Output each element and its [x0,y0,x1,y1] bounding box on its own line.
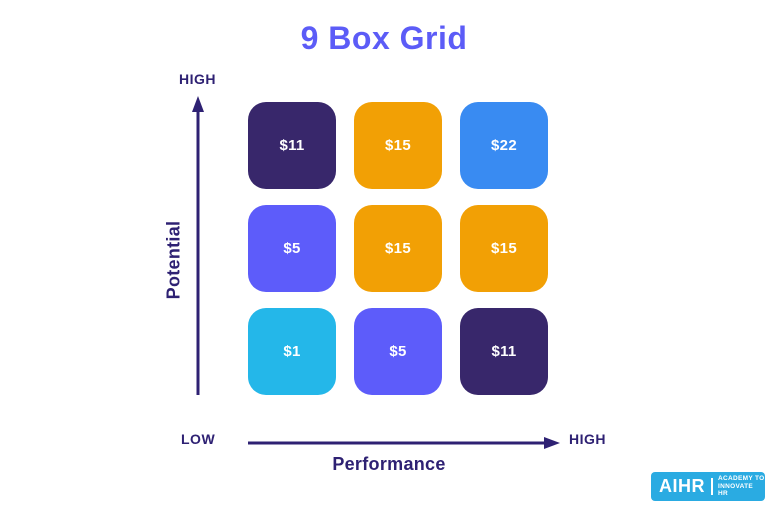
y-axis-high-label: HIGH [179,71,216,87]
x-axis-arrow-icon [248,437,560,449]
cell-value: $5 [389,343,407,360]
x-axis-high-label: HIGH [569,431,606,447]
grid-cell: $15 [460,205,548,292]
logo-brand-text: AIHR [659,476,705,496]
cell-value: $15 [385,137,411,154]
cell-value: $11 [491,343,517,360]
logo-divider [711,478,713,495]
y-axis-title: Potential [163,220,184,300]
logo-tagline-line2: INNOVATE HR [718,482,754,498]
grid-cell: $15 [354,205,442,292]
logo-tagline-line1: ACADEMY TO [718,475,765,483]
logo-tagline: ACADEMY TO INNOVATE HR [718,475,765,498]
cell-value: $22 [491,137,517,154]
cell-value: $1 [283,343,301,360]
y-axis-arrow-icon [192,96,204,395]
grid-cell: $1 [248,308,336,395]
grid-cell: $11 [248,102,336,189]
page-title: 9 Box Grid [300,20,468,56]
aihr-logo: AIHR ACADEMY TO INNOVATE HR [651,472,765,501]
cell-value: $15 [491,240,517,257]
grid-cell: $5 [354,308,442,395]
x-axis-low-label: LOW [181,431,216,447]
grid-cell: $5 [248,205,336,292]
cell-value: $11 [279,137,305,154]
x-axis-title: Performance [332,454,446,474]
cell-value: $5 [283,240,301,257]
grid-cell: $22 [460,102,548,189]
grid-cell: $11 [460,308,548,395]
cell-value: $15 [385,240,411,257]
nine-box-grid: $11 $15 $22 $5 $15 $15 $1 $5 $11 [248,102,548,395]
grid-cell: $15 [354,102,442,189]
